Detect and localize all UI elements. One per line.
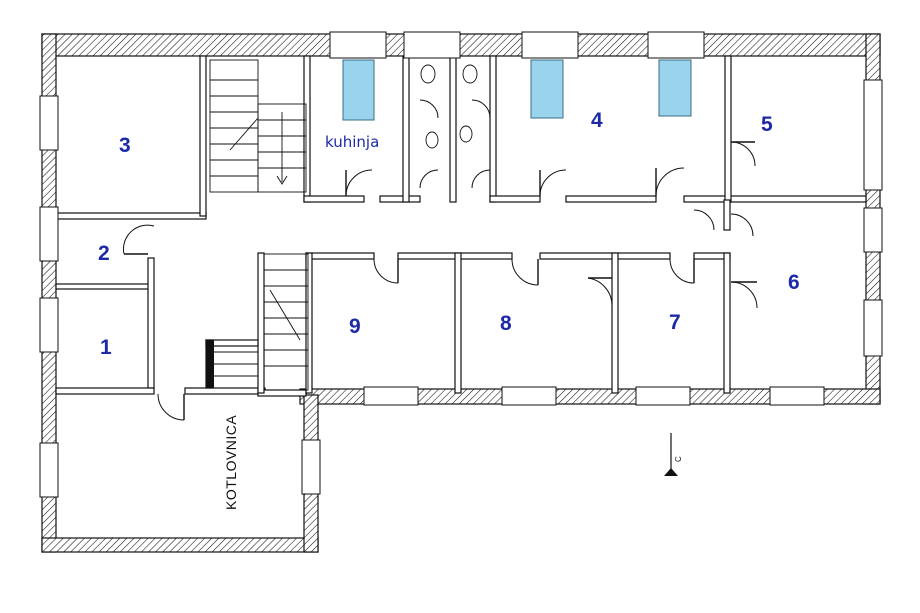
- room-2-label: 2: [98, 242, 110, 265]
- boiler-room-label: KOTLOVNICA: [223, 415, 239, 510]
- bathroom-fixtures: [419, 64, 491, 189]
- kitchen-label: kuhinja: [325, 133, 379, 151]
- room-8-label: 8: [500, 312, 512, 335]
- north-label: C: [674, 456, 683, 462]
- bed-room4-left: [530, 59, 564, 119]
- room-6-label: 6: [788, 271, 800, 294]
- room-4-label: 4: [591, 109, 603, 132]
- room-3-label: 3: [119, 134, 131, 157]
- interior-walls: [55, 55, 867, 397]
- bed-room4-right: [658, 59, 692, 117]
- stairs-south: [206, 253, 309, 391]
- bed-kitchen: [342, 59, 375, 121]
- windows: [39, 31, 883, 498]
- exterior-walls: [41, 33, 881, 553]
- room-9-label: 9: [349, 315, 361, 338]
- doors: [123, 141, 758, 421]
- room-1-label: 1: [100, 336, 112, 359]
- room-5-label: 5: [761, 113, 773, 136]
- stairs-north: [209, 59, 307, 193]
- north-arrow-icon: C: [664, 433, 683, 476]
- room-7-label: 7: [669, 311, 681, 334]
